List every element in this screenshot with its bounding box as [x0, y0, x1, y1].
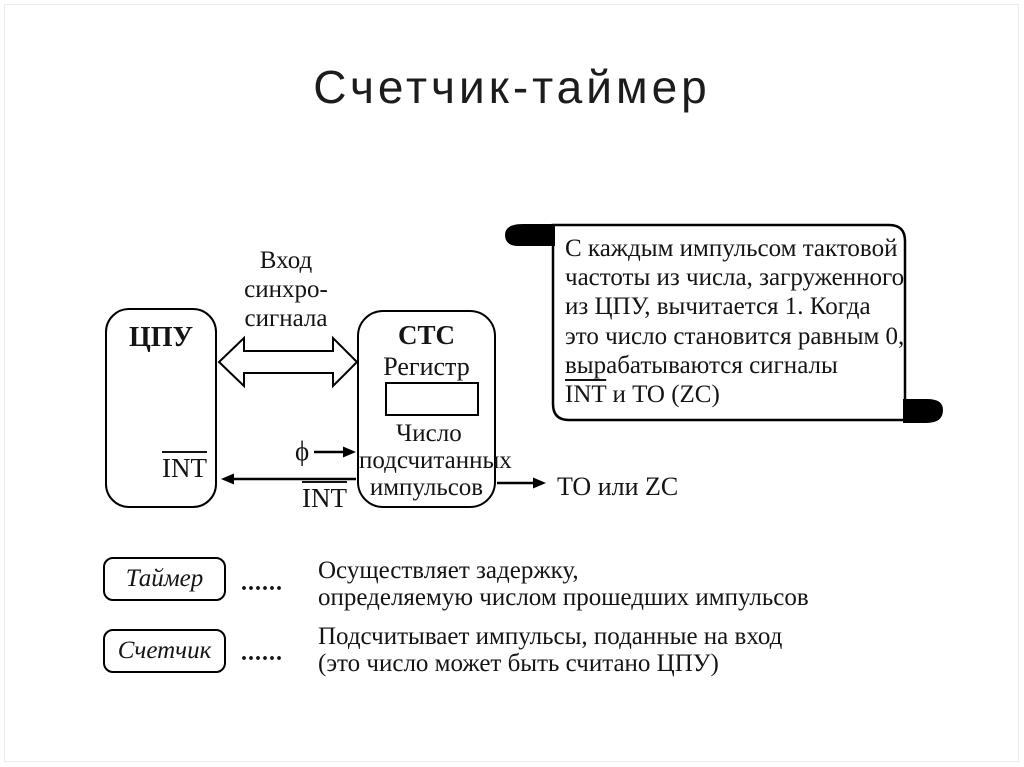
note-text: С каждым импульсом тактовой частоты из ч…: [565, 234, 904, 409]
to-arrow-head: [533, 477, 546, 489]
to-zc-label: TO или ZC: [557, 472, 679, 501]
counter-dots: ......: [241, 640, 283, 666]
note-line-3: из ЦПУ, вычитается 1. Когда: [565, 293, 871, 321]
sync-line-2: синхро-: [244, 276, 328, 303]
counter-desc-line-1: Подсчитывает импульсы, поданные на вход: [318, 623, 783, 650]
int-arrow-head: [221, 473, 234, 485]
count-label-line-1: Число: [396, 420, 462, 447]
int-signal-label: INT: [302, 483, 347, 513]
ctc-box: CTC Регистр Число подсчитанных импульсов: [357, 310, 512, 508]
counter-description: Подсчитывает импульсы, поданные на вход …: [318, 623, 783, 677]
phi-signal-label: ϕ: [295, 436, 310, 466]
page-title: Счетчик-таймер: [313, 61, 711, 113]
cpu-label: ЦПУ: [128, 322, 194, 353]
note-line-1: С каждым импульсом тактовой: [565, 235, 898, 262]
sync-line-1: Вход: [259, 247, 313, 274]
note-line-5: вырабатываются сигналы: [565, 351, 838, 379]
timer-desc-line-1: Осуществляет задержку,: [318, 557, 579, 584]
note-line-6: INT и TO (ZC): [565, 380, 904, 409]
timer-box: Таймер: [103, 557, 226, 601]
timer-dots: ......: [241, 570, 283, 596]
phi-arrow-head: [343, 446, 356, 458]
counter-label: Счетчик: [117, 637, 212, 664]
sync-signal-label: Вход синхро- сигнала: [228, 246, 344, 333]
note-int-label: INT: [565, 381, 607, 409]
scroll-curl-top-left-icon: [505, 224, 555, 246]
note-line-4: это число становится равным 0,: [565, 322, 905, 350]
ctc-title: CTC: [397, 320, 455, 350]
timer-description: Осуществляет задержку, определяемую числ…: [318, 557, 809, 611]
register-rectangle: [385, 382, 479, 416]
timer-label: Таймер: [125, 565, 204, 592]
scroll-curl-bottom-right-icon: [903, 399, 943, 423]
note-line-2: частоты из числа, загруженного: [565, 264, 905, 292]
cpu-int-label: INT: [162, 453, 207, 483]
bidirectional-arrow: [217, 335, 359, 389]
counter-desc-line-2: (это число может быть считано ЦПУ): [318, 649, 719, 677]
count-label-line-2: подсчитанных: [359, 447, 512, 474]
note-line-6-rest: и TO (ZC): [606, 381, 720, 409]
timer-desc-line-2: определяемую числом прошедших импульсов: [318, 583, 809, 611]
sync-line-3: сигнала: [244, 305, 328, 332]
cpu-box: ЦПУ INT: [105, 308, 217, 508]
counter-box: Счетчик: [103, 629, 226, 673]
ctc-register-label: Регистр: [383, 352, 470, 381]
count-label-line-3: импульсов: [369, 474, 484, 501]
